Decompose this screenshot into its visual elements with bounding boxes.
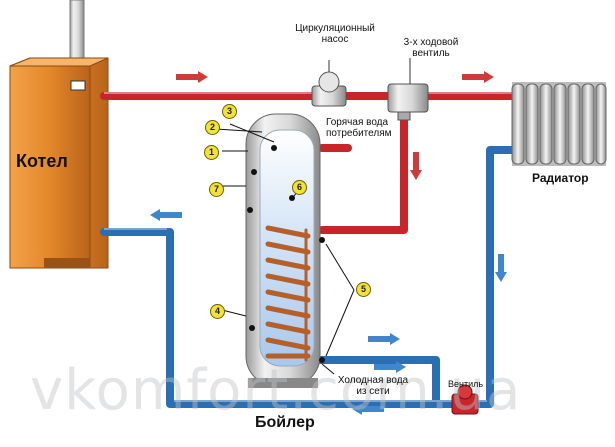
callout-7: 7: [209, 182, 224, 197]
callout-3: 3: [222, 104, 237, 119]
radiator: [511, 82, 607, 166]
hot-water-label: Горячая вода потребителям: [326, 117, 392, 139]
valve3-label: 3-х ходовой вентиль: [403, 37, 459, 59]
callout-1: 1: [204, 145, 219, 160]
flow-arrows: [150, 71, 507, 415]
callout-2: 2: [205, 120, 220, 135]
three-way-valve: [387, 58, 429, 121]
watermark-text: vkomfort.com.ua: [30, 358, 522, 423]
callout-leaders: [215, 123, 355, 375]
callout-5: 5: [356, 282, 371, 297]
cold-water-label: Холодная вода из сети: [337, 375, 409, 397]
callout-6: 6: [292, 180, 307, 195]
heating-coil: [265, 225, 311, 362]
radiator-label: Радиатор: [532, 171, 589, 185]
water-heater-label: Бойлер: [255, 414, 315, 431]
pump-label: Циркуляционный насос: [295, 23, 375, 45]
boiler-label: Котел: [16, 151, 68, 171]
valve-label: Вентиль: [448, 379, 484, 389]
boiler-unit: [9, 0, 109, 269]
hot-water-pipes: [100, 92, 518, 234]
circulation-pump: [311, 60, 347, 107]
shutoff-valve: [451, 384, 479, 415]
cold-water-pipes: [100, 146, 518, 408]
callout-4: 4: [210, 304, 225, 319]
sensor-points: [247, 145, 325, 363]
